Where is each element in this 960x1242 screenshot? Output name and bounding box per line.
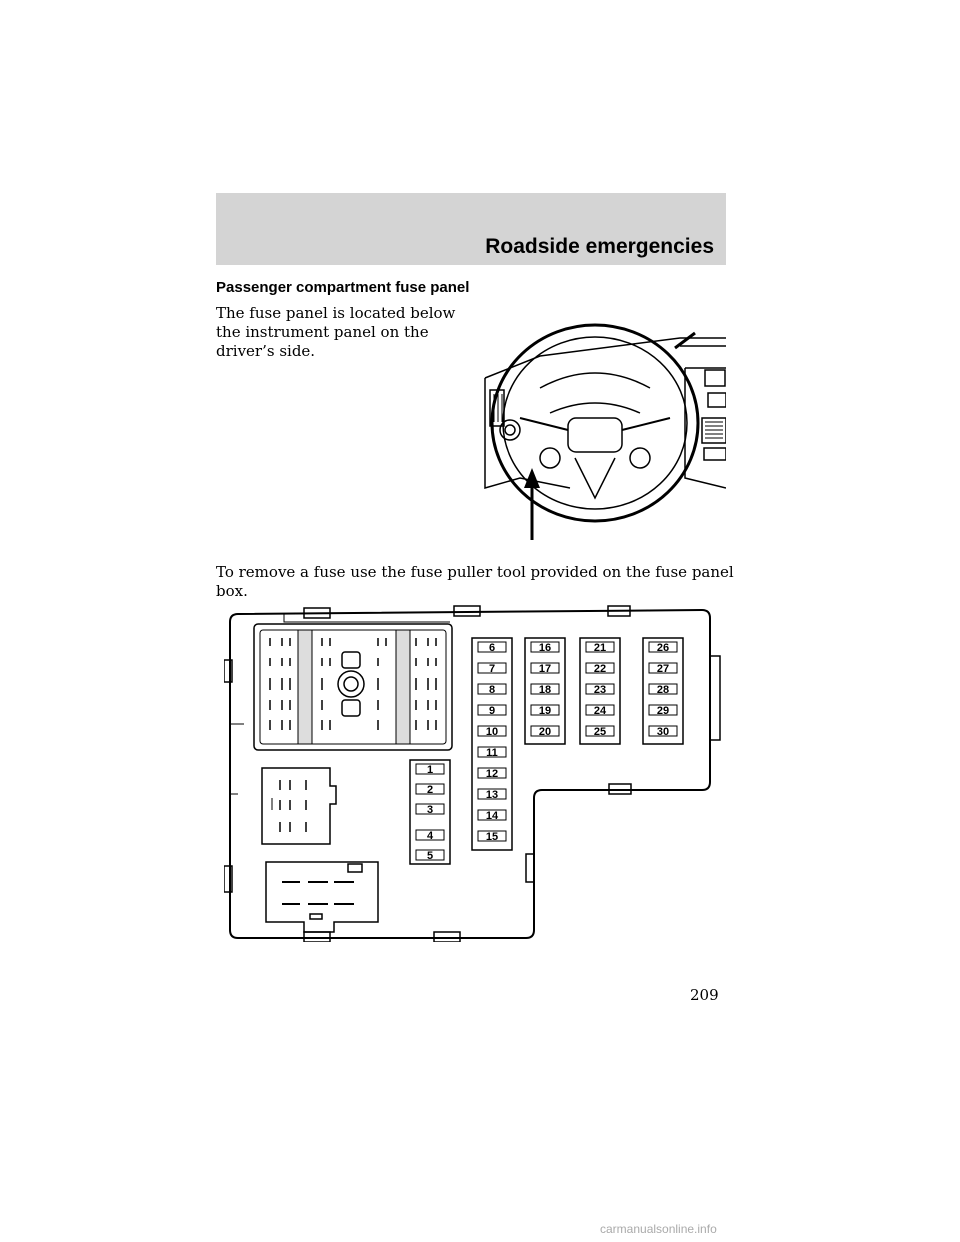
intro-paragraph: The fuse panel is located below the inst…: [216, 304, 456, 360]
relay-block-pins: [269, 638, 437, 730]
location-arrow: [524, 468, 540, 540]
fuse-label: 25: [594, 726, 606, 738]
fuse-label: 1: [427, 764, 433, 776]
fuse-label: 11: [486, 747, 498, 759]
fuse-label: 14: [486, 810, 499, 822]
fuse-label: 2: [427, 784, 433, 796]
relay-socket-b: [265, 861, 379, 933]
fuse-label: 17: [539, 663, 551, 675]
relay-socket-a: [261, 767, 337, 845]
fuse-label: 18: [539, 684, 551, 696]
fuse-panel-diagram: 1 2 3 4 5 6 7 8 9 10 11 12 13 14 15 16: [224, 605, 721, 942]
fuse-column-e: 26 27 28 29 30: [642, 637, 684, 745]
instruction-paragraph: To remove a fuse use the fuse puller too…: [216, 563, 734, 600]
fuse-label: 23: [594, 684, 606, 696]
fuse-label: 8: [489, 684, 495, 696]
fuse-label: 15: [486, 831, 498, 843]
fuse-label: 29: [657, 705, 669, 717]
fuse-label: 21: [594, 642, 606, 654]
fuse-label: 13: [486, 789, 498, 801]
subheading: Passenger compartment fuse panel: [216, 279, 470, 296]
header-band: Roadside emergencies: [216, 193, 726, 265]
fuse-label: 6: [489, 642, 495, 654]
page-number: 209: [690, 986, 719, 1004]
fuse-label: 24: [594, 705, 607, 717]
dashboard-illustration: [484, 323, 726, 540]
fuse-label: 10: [486, 726, 498, 738]
fuse-label: 7: [489, 663, 495, 675]
fuse-label: 9: [489, 705, 495, 717]
fuse-label: 12: [486, 768, 498, 780]
fuse-label: 28: [657, 684, 669, 696]
fuse-label: 27: [657, 663, 669, 675]
fuse-label: 4: [427, 830, 434, 842]
fuse-label: 20: [539, 726, 551, 738]
fuse-label: 22: [594, 663, 606, 675]
fuse-label: 5: [427, 850, 433, 862]
fuse-column-c: 16 17 18 19 20: [524, 637, 566, 745]
fuse-label: 26: [657, 642, 669, 654]
section-title: Roadside emergencies: [485, 235, 714, 258]
fuse-label: 16: [539, 642, 551, 654]
watermark: carmanualsonline.info: [600, 1222, 717, 1236]
fuse-column-d: 21 22 23 24 25: [579, 637, 621, 745]
fuse-label: 19: [539, 705, 551, 717]
fuse-column-b: 6 7 8 9 10 11 12 13 14 15: [471, 637, 513, 851]
relay-block: [253, 623, 453, 751]
fuse-column-a: 1 2 3 4 5: [409, 759, 451, 865]
fuse-label: 3: [427, 804, 433, 816]
fuse-label: 30: [657, 726, 669, 738]
